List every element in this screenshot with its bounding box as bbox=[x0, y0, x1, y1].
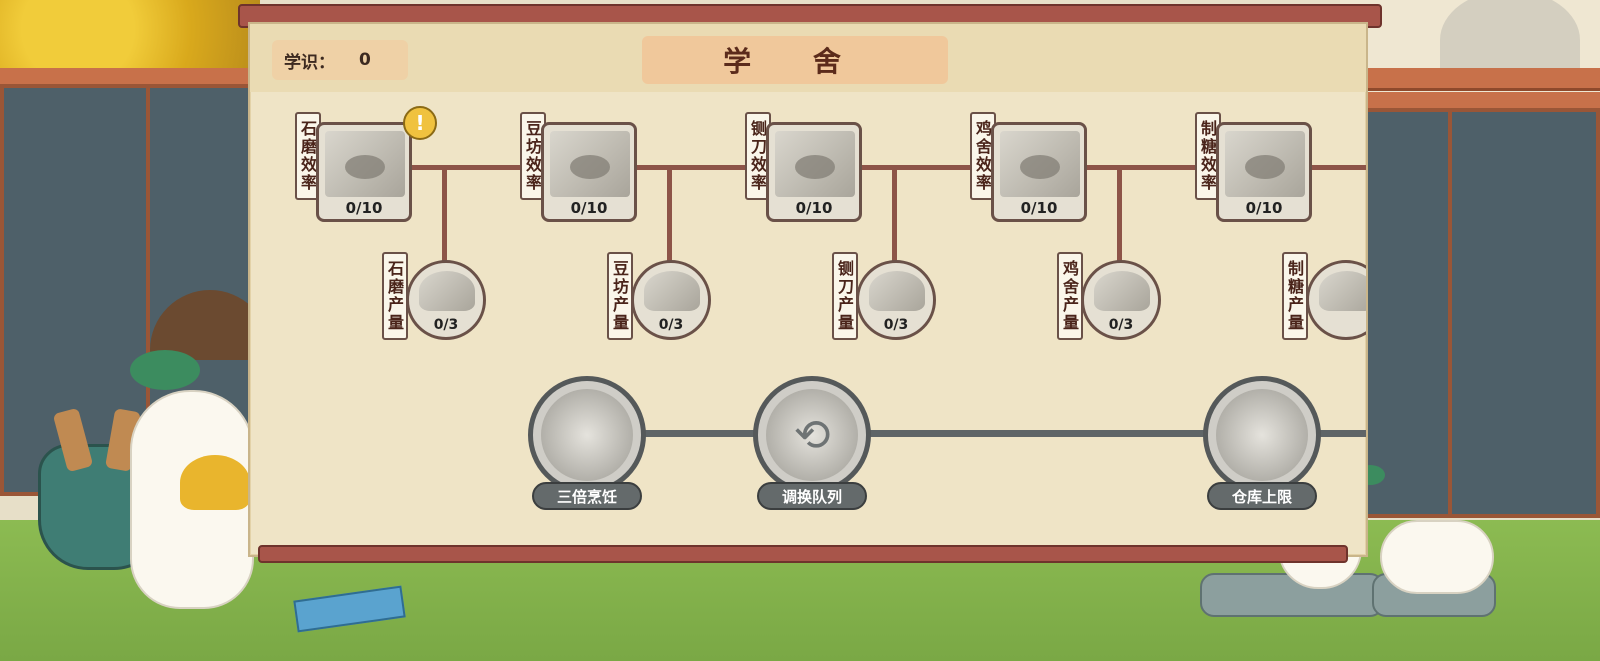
node-count: 0/3 bbox=[883, 317, 909, 333]
upgrade-chopper-output[interactable]: 0/3 bbox=[856, 260, 936, 340]
node-count: 0/10 bbox=[345, 199, 383, 217]
exclamation-icon[interactable]: ! bbox=[403, 106, 437, 140]
chicken-coop-icon bbox=[1094, 271, 1150, 311]
bean-workshop-icon bbox=[550, 131, 630, 197]
scroll-rod-bottom bbox=[258, 545, 1348, 563]
node-label: 制糖产量 bbox=[1282, 252, 1308, 340]
fence-panel bbox=[1360, 108, 1452, 518]
swap-queue-label[interactable]: 调换队列 bbox=[757, 482, 867, 510]
chopper-icon bbox=[869, 271, 925, 311]
upgrade-sugar-efficiency[interactable]: 0/10 bbox=[1216, 122, 1312, 222]
tree-connector bbox=[892, 165, 897, 261]
node-inner bbox=[766, 389, 858, 481]
swap-queue-icon: ⟲ bbox=[793, 409, 831, 461]
chicken-coop-icon bbox=[1000, 131, 1080, 197]
warehouse-icon bbox=[1216, 389, 1308, 481]
upgrade-chopper-efficiency[interactable]: 0/10 bbox=[766, 122, 862, 222]
sugar-making-icon bbox=[1319, 271, 1366, 311]
upgrade-stone-mill-efficiency[interactable]: 0/10 bbox=[316, 122, 412, 222]
upgrade-bean-workshop-efficiency[interactable]: 0/10 bbox=[541, 122, 637, 222]
bean-workshop-icon bbox=[644, 271, 700, 311]
radish-character-sleeping[interactable] bbox=[1380, 520, 1494, 594]
triple-cooking-label[interactable]: 三倍烹饪 bbox=[532, 482, 642, 510]
node-count: 0/3 bbox=[1108, 317, 1134, 333]
warehouse-limit-label[interactable]: 仓库上限 bbox=[1207, 482, 1317, 510]
node-count: 0/10 bbox=[1020, 199, 1058, 217]
academy-panel: 学识： 0 学 舍 石磨效率 0/10 ! 豆坊效率 0/10 铡刀效率 0/1… bbox=[248, 22, 1368, 557]
tree-connector bbox=[1117, 165, 1122, 261]
tree-connector-locked bbox=[640, 430, 1366, 437]
node-count: 0/10 bbox=[795, 199, 833, 217]
upgrade-bean-workshop-output[interactable]: 0/3 bbox=[631, 260, 711, 340]
knowledge-label: 学识： bbox=[284, 52, 335, 73]
warehouse-limit-node[interactable] bbox=[1203, 376, 1321, 494]
radish-leaf-hat bbox=[130, 350, 200, 390]
tree-connector bbox=[667, 165, 672, 261]
upgrade-sugar-output[interactable] bbox=[1306, 260, 1366, 340]
knowledge-counter: 学识： 0 bbox=[272, 40, 408, 80]
stone-mill-icon bbox=[419, 271, 475, 311]
tree-connector bbox=[400, 165, 1366, 170]
upgrade-chicken-coop-output[interactable]: 0/3 bbox=[1081, 260, 1161, 340]
swap-queue-node[interactable]: ⟲ bbox=[753, 376, 871, 494]
upgrade-chicken-coop-efficiency[interactable]: 0/10 bbox=[991, 122, 1087, 222]
yellow-tree bbox=[0, 0, 260, 72]
upgrade-stone-mill-output[interactable]: 0/3 bbox=[406, 260, 486, 340]
fence-panel bbox=[1448, 108, 1600, 518]
node-count: 0/10 bbox=[570, 199, 608, 217]
node-label: 豆坊产量 bbox=[607, 252, 633, 340]
node-count: 0/3 bbox=[658, 317, 684, 333]
node-count: 0/10 bbox=[1245, 199, 1283, 217]
tree-connector bbox=[442, 165, 447, 261]
node-label: 鸡舍产量 bbox=[1057, 252, 1083, 340]
node-label: 铡刀产量 bbox=[832, 252, 858, 340]
triple-cooking-icon bbox=[541, 389, 633, 481]
stone-mill-icon bbox=[325, 131, 405, 197]
node-label: 石磨产量 bbox=[382, 252, 408, 340]
sugar-making-icon bbox=[1225, 131, 1305, 197]
knowledge-value: 0 bbox=[359, 50, 371, 70]
leaf-fan bbox=[180, 455, 250, 510]
node-count: 0/3 bbox=[433, 317, 459, 333]
page-title: 学 舍 bbox=[642, 36, 948, 84]
chopper-icon bbox=[775, 131, 855, 197]
triple-cooking-node[interactable] bbox=[528, 376, 646, 494]
